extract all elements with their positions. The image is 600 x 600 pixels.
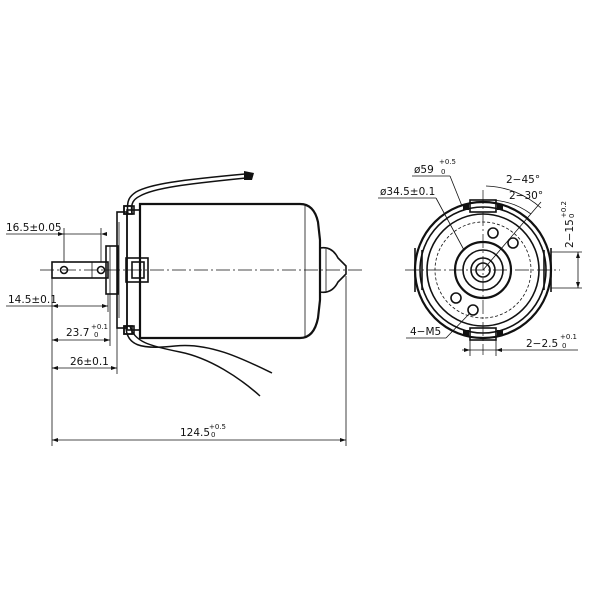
dim-e-text: 124.5 <box>180 427 210 439</box>
bearing-block <box>125 257 149 283</box>
height-arrow-2 <box>576 282 580 288</box>
front-boss <box>105 245 119 295</box>
screw-leader <box>445 312 471 339</box>
dim-d-text: 26±0.1 <box>70 356 109 368</box>
motor-body <box>138 202 322 340</box>
slot-upper: +0.1 <box>560 333 577 341</box>
upper-wire-1 <box>126 173 246 215</box>
top-slot-mark-left <box>463 204 469 210</box>
dim-a-text: 16.5±0.05 <box>6 222 62 234</box>
angle-a-text: 2−45° <box>506 174 540 186</box>
slot-arrow <box>464 348 470 352</box>
bearing-inner <box>131 261 145 279</box>
wire-terminal <box>244 171 254 180</box>
dia-inner-leader <box>435 197 465 251</box>
slot-lower: 0 <box>562 342 566 350</box>
angle-b-arc <box>489 199 532 215</box>
screw-text: 4−M5 <box>410 326 441 338</box>
bearing-dome <box>319 246 347 294</box>
slot-text: 2−2.5 <box>526 338 558 350</box>
dim-e-arrow-2 <box>340 438 346 442</box>
bottom-slot-mark-right <box>497 330 503 336</box>
bottom-slot-mark-left <box>463 330 469 336</box>
dim-c-lower: 0 <box>94 331 98 339</box>
dim-b-arrow <box>52 304 58 308</box>
dim-a-arrow-2 <box>101 232 107 236</box>
mount-hole-1 <box>487 227 499 239</box>
wire-grommet-top <box>123 205 133 215</box>
dim-c-text: 23.7 <box>66 327 89 339</box>
dim-a-arrow <box>58 232 64 236</box>
angle-a-ray <box>482 201 542 271</box>
dim-e-lower: 0 <box>211 431 215 439</box>
shaft-hole-1 <box>59 265 69 275</box>
upper-wire-2 <box>130 177 247 215</box>
shaft-circle <box>470 257 496 283</box>
height-arrow <box>576 252 580 258</box>
dia-inner-text: ø34.5±0.1 <box>380 186 435 198</box>
wire-grommet-bottom <box>123 325 133 335</box>
dim-c-upper: +0.1 <box>91 323 108 331</box>
lower-wire-1 <box>125 325 273 374</box>
shaft-hole-2 <box>96 265 106 275</box>
angle-b-text: 2−30° <box>509 190 543 202</box>
dim-b-arrow-2 <box>102 304 108 308</box>
dim-d-arrow-2 <box>111 366 117 370</box>
dim-e-upper: +0.5 <box>209 423 226 431</box>
dim-e-arrow <box>52 438 58 442</box>
outer-ring-2 <box>419 206 547 334</box>
height-text: 2−15 <box>564 219 576 248</box>
shaft-core <box>475 262 491 278</box>
height-lower: 0 <box>568 214 576 218</box>
outer-ring-3 <box>426 213 540 327</box>
mount-hole-4 <box>467 304 479 316</box>
height-upper: +0.2 <box>560 201 568 218</box>
dia-outer-text: ø59 <box>414 164 434 176</box>
dia-outer-leader <box>449 175 463 207</box>
output-shaft <box>51 261 109 279</box>
mount-hole-2 <box>507 237 519 249</box>
hub-ring-2 <box>462 249 504 291</box>
dim-c-arrow-2 <box>104 338 110 342</box>
dia-outer-upper: +0.5 <box>439 158 456 166</box>
dia-outer-lower: 0 <box>441 168 445 176</box>
side-view: 16.5±0.05 14.5±0.1 23.7 +0.1 0 26±0.1 12… <box>6 171 362 446</box>
dim-c-arrow <box>52 338 58 342</box>
bottom-slot <box>469 327 497 341</box>
mount-hole-3 <box>450 292 462 304</box>
top-slot <box>469 199 497 213</box>
lower-wire-2 <box>129 325 261 397</box>
hub-ring <box>453 240 513 300</box>
angle-a-arc <box>485 185 542 209</box>
dim-b-text: 14.5±0.1 <box>8 294 57 306</box>
front-view: ø59 +0.5 0 ø34.5±0.1 2−45° 2−30° 2−15 +0… <box>378 158 582 356</box>
slot-arrow-2 <box>496 348 502 352</box>
dim-d-arrow <box>52 366 58 370</box>
top-slot-mark-right <box>497 204 503 210</box>
bolt-circle <box>434 221 532 319</box>
